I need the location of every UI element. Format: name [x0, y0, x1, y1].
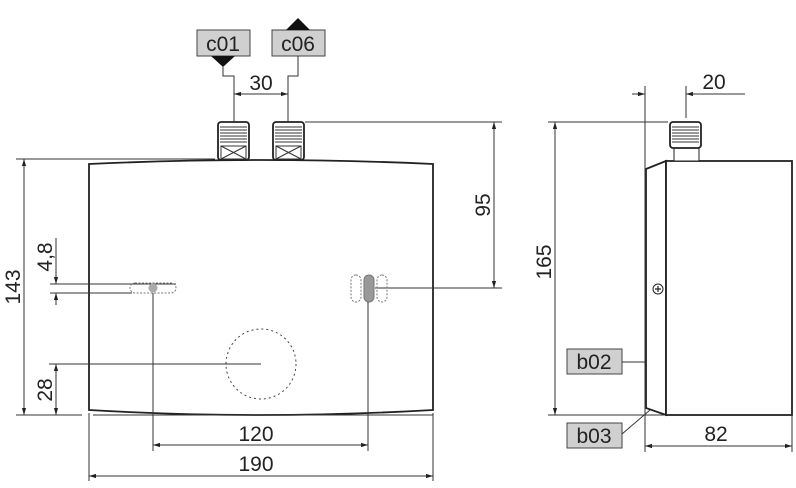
- label-c01: c01: [196, 29, 251, 122]
- fitting-c06: [272, 121, 305, 161]
- cable-entry-circle: [225, 328, 297, 400]
- dim-20: 20: [702, 71, 725, 94]
- label-b03-text: b03: [576, 425, 611, 448]
- left-slot: [129, 282, 177, 294]
- dim-120: 120: [238, 423, 273, 446]
- side-body: [665, 160, 793, 416]
- triangle-down-icon: [211, 56, 235, 67]
- label-b03: b03: [566, 409, 651, 449]
- dim-28: 28: [34, 378, 57, 401]
- label-b02-text: b02: [576, 351, 611, 374]
- dim-82: 82: [704, 423, 727, 446]
- dim-165: 165: [533, 244, 556, 279]
- dim-143: 143: [2, 269, 25, 304]
- side-view: 20 165 b02 b03 82: [533, 71, 793, 452]
- right-hole: [363, 274, 375, 303]
- screw-icon: [652, 283, 664, 295]
- right-slot-b: [376, 274, 388, 303]
- side-fitting: [669, 121, 702, 162]
- front-body: [88, 159, 434, 416]
- dim-95: 95: [472, 193, 495, 216]
- dim-30: 30: [249, 72, 272, 95]
- left-hole: [148, 283, 158, 293]
- label-c01-text: c01: [206, 33, 240, 56]
- triangle-up-icon: [286, 18, 310, 30]
- front-view: c01 c06 30 95 143 4,8: [2, 18, 502, 481]
- label-c06: c06: [271, 18, 326, 122]
- dim-4-8: 4,8: [34, 242, 57, 271]
- label-c06-text: c06: [281, 33, 315, 56]
- label-b02: b02: [566, 348, 645, 375]
- fitting-c01: [217, 121, 250, 161]
- right-slot-a: [350, 274, 362, 303]
- dim-190: 190: [238, 453, 273, 476]
